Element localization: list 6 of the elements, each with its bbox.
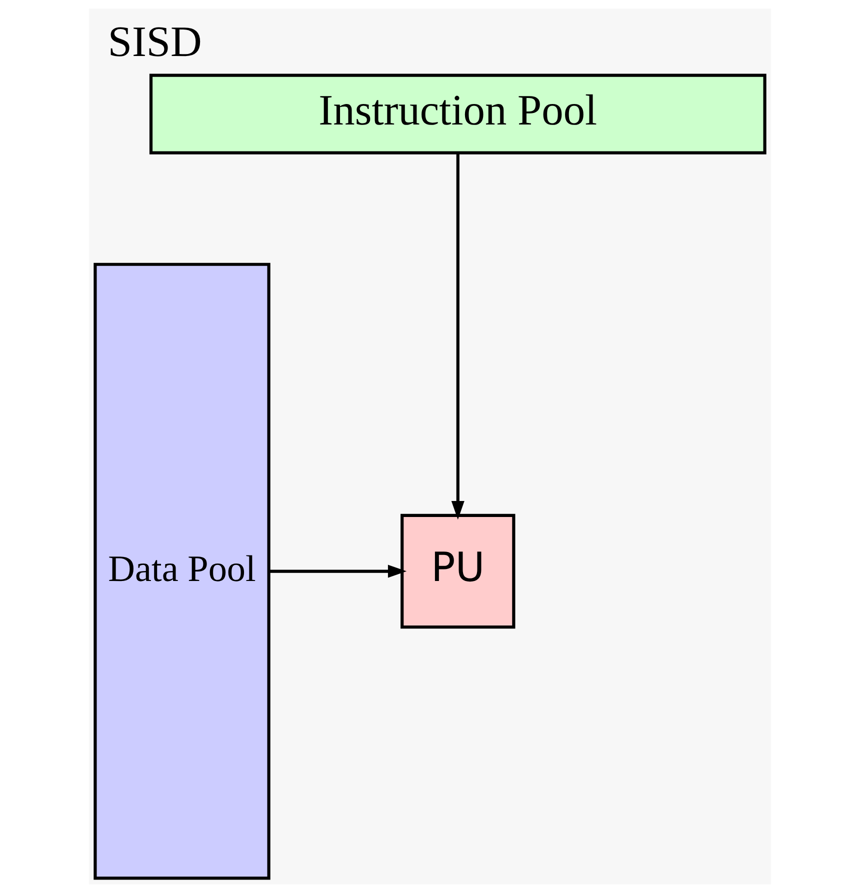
node-box: Data Pool [94,262,270,880]
node-box: Instruction Pool [149,74,766,154]
arrow [269,564,407,578]
arrow [451,154,464,520]
node-box: PU [400,514,516,629]
diagram-title: SISD [108,18,202,66]
